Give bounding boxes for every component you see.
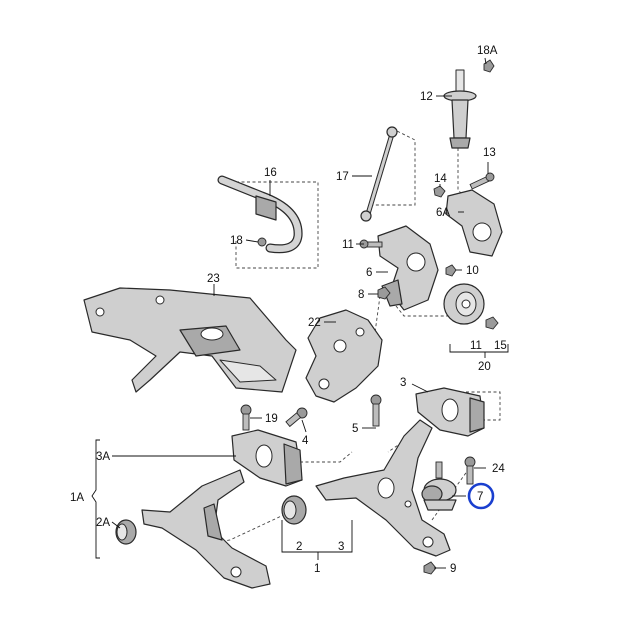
label-3-upper: 3 bbox=[400, 377, 406, 389]
bolt-15[interactable] bbox=[485, 316, 499, 330]
label-11-lower: 11 bbox=[470, 340, 482, 352]
label-18: 18 bbox=[230, 235, 243, 247]
label-9: 9 bbox=[450, 563, 456, 575]
label-10: 10 bbox=[466, 265, 479, 277]
bushing-2[interactable] bbox=[281, 495, 307, 525]
label-11-upper: 11 bbox=[342, 239, 354, 251]
label-3-lower: 3 bbox=[338, 541, 344, 553]
guide-line bbox=[455, 391, 501, 421]
bushing-3[interactable] bbox=[415, 387, 485, 437]
control-arm-1A[interactable] bbox=[141, 469, 271, 589]
label-13: 13 bbox=[483, 147, 496, 159]
label-15: 15 bbox=[494, 340, 507, 352]
nut-10[interactable] bbox=[445, 264, 457, 277]
bolt-24[interactable] bbox=[464, 456, 476, 485]
label-12: 12 bbox=[420, 91, 433, 103]
callout-labels: 18A 12 17 13 14 16 6A 18 11 6 10 23 8 22… bbox=[70, 45, 507, 575]
label-6A: 6A bbox=[436, 207, 450, 219]
label-16: 16 bbox=[264, 167, 277, 179]
leader-lines bbox=[91, 57, 509, 569]
console-22[interactable] bbox=[305, 309, 383, 403]
bolt-13[interactable] bbox=[469, 172, 495, 190]
ball-joint-7[interactable] bbox=[421, 461, 457, 511]
bolt-11-upper[interactable] bbox=[359, 239, 383, 249]
label-18A: 18A bbox=[477, 45, 498, 57]
label-2: 2 bbox=[296, 541, 302, 553]
bolt-4[interactable] bbox=[285, 407, 308, 428]
label-5: 5 bbox=[352, 423, 358, 435]
label-14: 14 bbox=[434, 173, 447, 185]
label-23: 23 bbox=[207, 273, 220, 285]
guide-line bbox=[199, 511, 291, 546]
guide-line bbox=[235, 198, 319, 269]
label-6: 6 bbox=[366, 267, 372, 279]
label-17: 17 bbox=[336, 171, 349, 183]
label-1: 1 bbox=[314, 563, 320, 575]
bushing-2A[interactable] bbox=[115, 519, 137, 545]
subframe-23[interactable] bbox=[83, 287, 297, 393]
nut-14[interactable] bbox=[433, 185, 446, 198]
label-4: 4 bbox=[302, 435, 309, 447]
wheel-bearing-housing-6[interactable] bbox=[377, 225, 439, 311]
label-3A: 3A bbox=[96, 451, 110, 463]
label-20: 20 bbox=[478, 361, 491, 373]
highlight-circle bbox=[467, 482, 495, 510]
bolt-19[interactable] bbox=[240, 404, 252, 431]
bushing-3A[interactable] bbox=[231, 429, 303, 487]
coupling-rod-17[interactable] bbox=[360, 126, 398, 222]
label-24: 24 bbox=[492, 463, 505, 475]
wheel-bearing-housing-6A[interactable] bbox=[445, 189, 503, 257]
label-7[interactable]: 7 bbox=[477, 491, 483, 503]
guide-line bbox=[363, 129, 416, 221]
label-1A: 1A bbox=[70, 492, 84, 504]
nut-9[interactable] bbox=[423, 561, 437, 575]
guide-line bbox=[300, 451, 353, 463]
label-8: 8 bbox=[358, 289, 364, 301]
bolt-18[interactable] bbox=[257, 237, 267, 247]
wheel-hub-20[interactable] bbox=[443, 283, 485, 325]
strut-12[interactable] bbox=[443, 69, 477, 149]
control-arm-1[interactable] bbox=[315, 419, 451, 557]
nut-8[interactable] bbox=[377, 286, 391, 300]
label-19: 19 bbox=[265, 413, 278, 425]
guide-line bbox=[395, 305, 468, 317]
stabilizer-bar-16[interactable] bbox=[217, 175, 303, 254]
bolt-5[interactable] bbox=[370, 394, 382, 427]
label-2A: 2A bbox=[96, 517, 110, 529]
label-22: 22 bbox=[308, 317, 321, 329]
nut-18A[interactable] bbox=[483, 59, 495, 73]
